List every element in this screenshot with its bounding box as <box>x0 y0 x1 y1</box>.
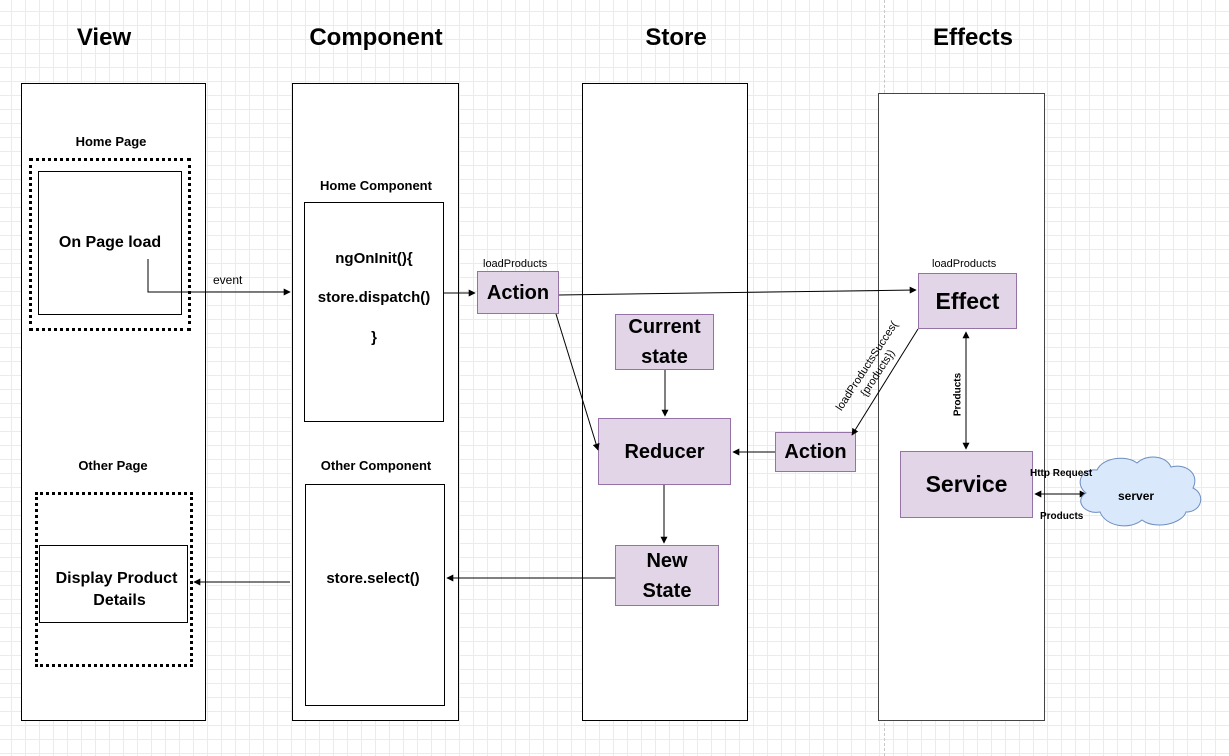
home-page-label: Home Page <box>75 134 147 149</box>
reducer-text: Reducer <box>624 440 705 463</box>
action-text: Action <box>486 281 550 304</box>
home-page-frame <box>29 158 191 331</box>
home-component-box <box>304 202 444 422</box>
event-label: event <box>213 273 243 287</box>
on-page-load-box <box>38 171 182 315</box>
action-to-reducer-edge <box>555 313 600 451</box>
server-cloud <box>1079 456 1202 527</box>
new-state-line2: State <box>642 579 692 602</box>
effect-load-products-label: loadProducts <box>932 258 997 270</box>
effect-text: Effect <box>935 287 1000 314</box>
action-load-products-label: loadProducts <box>483 258 548 270</box>
store-dispatch-text: store.dispatch() <box>317 289 431 306</box>
other-page-frame <box>35 492 193 667</box>
heading-store: Store <box>645 24 707 51</box>
heading-view: View <box>76 24 132 51</box>
current-state-line2: state <box>641 346 688 368</box>
current-state-text: Current state <box>628 312 700 372</box>
reducer-box: Reducer <box>598 418 731 485</box>
home-component-label: Home Component <box>320 178 432 193</box>
on-page-load-text: On Page load <box>58 234 162 251</box>
action-box: Action <box>477 271 559 314</box>
service-box: Service <box>900 451 1033 518</box>
current-state-line1: Current <box>628 316 701 338</box>
effect-to-action2-edge <box>851 328 919 436</box>
heading-component: Component <box>309 24 443 51</box>
ng-on-init-text: ngOnInit(){ <box>335 250 413 267</box>
products-response-label: Products <box>1040 511 1084 522</box>
http-request-label: Http Request <box>1030 468 1093 479</box>
event-edge <box>147 259 291 296</box>
heading-effects: Effects <box>932 24 1014 51</box>
server-label: server <box>1118 489 1155 503</box>
action2-text: Action <box>784 441 847 463</box>
action2-box: Action <box>775 432 856 472</box>
close-brace-text: } <box>371 329 377 346</box>
service-text: Service <box>925 471 1008 498</box>
effect-box: Effect <box>918 273 1017 329</box>
other-component-label: Other Component <box>320 458 432 473</box>
store-select-text: store.select() <box>326 570 420 587</box>
products-vertical-label: Products <box>952 372 964 417</box>
new-state-line1: New <box>646 549 688 572</box>
other-component-box <box>305 484 445 706</box>
display-product-line2: Details <box>93 592 146 609</box>
action-to-effect-edge <box>558 286 917 296</box>
other-page-label: Other Page <box>78 458 148 473</box>
lane-effects <box>878 93 1045 721</box>
display-product-line1: Display Product <box>55 570 178 587</box>
display-product-box <box>39 545 188 623</box>
current-state-box: Current state <box>615 314 714 370</box>
